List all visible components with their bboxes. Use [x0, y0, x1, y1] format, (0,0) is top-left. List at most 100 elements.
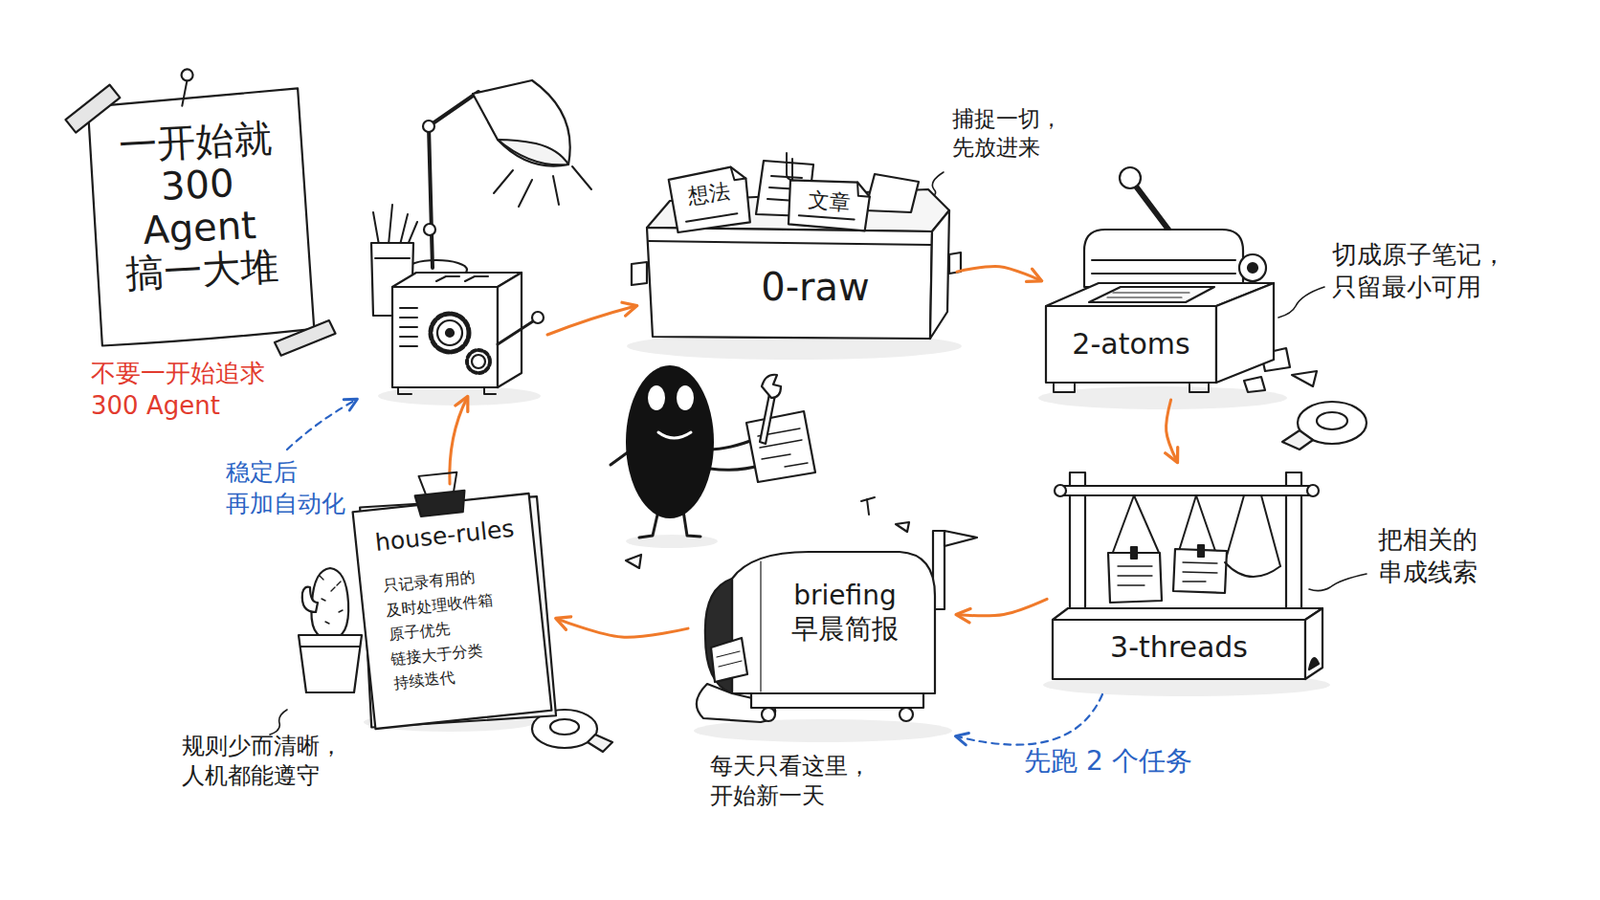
node-outline: [1045, 191, 1276, 395]
node-outline: [345, 464, 560, 735]
outline-stroke: [87, 88, 314, 346]
tape-roll: [1316, 412, 1348, 430]
annotation-text: 捕捉一切， 先放进来: [952, 105, 1063, 163]
outline-stroke: [1045, 306, 1217, 383]
leader-line: [1309, 574, 1367, 592]
outline-stroke: [759, 561, 761, 692]
outline-stroke: [786, 176, 871, 231]
outline-stroke: [865, 174, 919, 213]
node-title: 文章: [806, 187, 851, 217]
outline-stroke: [899, 708, 913, 722]
automation-machine: [532, 311, 544, 324]
automation-machine: [430, 313, 469, 353]
outline-stroke: [731, 165, 747, 181]
outline-stroke: [1052, 608, 1323, 621]
outline-stroke: [716, 651, 742, 667]
sticky-note: 一开始就 300 Agent 搞一大堆: [81, 86, 316, 349]
cactus-pot: [298, 635, 362, 693]
node-outline: [786, 176, 871, 231]
character: [746, 411, 816, 483]
annotation-text: 把相关的 串成线索: [1377, 524, 1478, 590]
paper-scraps: [861, 497, 875, 515]
outline-stroke: [667, 165, 753, 234]
cactus-pot: [300, 645, 360, 648]
outline-stroke: [1198, 545, 1204, 557]
character: [647, 385, 666, 411]
flow-arrow: [449, 306, 636, 485]
cactus-pot: [319, 576, 343, 624]
ground-shadows: [693, 719, 953, 743]
outline-stroke: [64, 84, 122, 134]
node-outline: [631, 153, 961, 339]
desk-lamp: [497, 139, 569, 165]
outline-stroke: [1107, 292, 1190, 298]
desk-lamp: [423, 223, 436, 236]
outline-stroke: [353, 493, 553, 730]
automation-machine: [392, 272, 544, 395]
node-outline: [696, 531, 978, 723]
node-outline: [667, 165, 753, 234]
paper-scraps: [895, 522, 910, 533]
flow-arrow: [1166, 400, 1178, 462]
outline-stroke: [1305, 608, 1323, 680]
character: [761, 375, 781, 399]
node-outline: [1045, 167, 1274, 393]
node-outline: [63, 62, 337, 367]
outline-stroke: [1052, 620, 1306, 680]
node-title: briefing 早晨简报: [791, 578, 899, 646]
thread-rack: 3-threads: [1052, 466, 1323, 683]
character: [759, 394, 776, 445]
outline-stroke: [1224, 562, 1281, 578]
tape-roll: [550, 719, 579, 735]
annotation-text: 不要一开始追求 300 Agent: [90, 357, 283, 423]
outline-stroke: [1088, 287, 1215, 303]
cactus-pot: [298, 568, 362, 693]
outline-stroke: [856, 182, 871, 198]
outline-stroke: [648, 241, 932, 245]
paper-scraps: [1291, 371, 1317, 387]
outline-stroke: [761, 708, 776, 722]
leader-line: [269, 710, 288, 735]
ground-shadows: [377, 386, 541, 406]
automation-machine: [437, 320, 463, 346]
tape-roll: [532, 401, 1367, 753]
cactus-pot: [302, 587, 318, 613]
outline-stroke: [786, 153, 793, 180]
outline-stroke: [180, 78, 189, 106]
outline-stroke: [1117, 566, 1153, 586]
flow-arrow: [449, 398, 467, 485]
automation-machine: [436, 276, 489, 282]
outline-stroke: [1307, 485, 1319, 497]
outline-stroke: [799, 214, 855, 221]
automation-machine: [497, 319, 536, 345]
outline-stroke: [1309, 658, 1319, 670]
pencil-cup: [375, 257, 410, 260]
outline-stroke: [1131, 547, 1137, 559]
outline-stroke: [732, 552, 935, 694]
node-title: 一开始就 300 Agent 搞一大堆: [117, 116, 280, 296]
outline-stroke: [944, 531, 978, 547]
desk-lamp: [422, 120, 435, 133]
crate-box: 0-raw想法文章: [643, 168, 952, 343]
tape-roll: [587, 734, 613, 753]
tape-roll: [1282, 430, 1313, 450]
outline-stroke: [1119, 167, 1141, 189]
automation-machine: [398, 387, 496, 395]
paper-slip: 文章: [786, 176, 871, 231]
desk-lamp: [493, 166, 592, 207]
outline-stroke: [1108, 553, 1162, 603]
outline-stroke: [1084, 229, 1244, 288]
outline-stroke: [631, 262, 647, 286]
automation-machine: [392, 287, 498, 388]
automation-machine: [471, 355, 486, 369]
outline-stroke: [1239, 254, 1267, 282]
outline-stroke: [348, 488, 560, 735]
outline-stroke: [711, 638, 748, 683]
dashed-arrow: [287, 400, 1103, 746]
paper-slip: 想法: [667, 165, 753, 234]
desk-lamp: [428, 91, 479, 268]
press-machine: 2-atoms: [1045, 191, 1276, 395]
paper-scraps: [625, 555, 642, 569]
leader-line: [1278, 287, 1325, 318]
outline-stroke: [180, 68, 194, 82]
